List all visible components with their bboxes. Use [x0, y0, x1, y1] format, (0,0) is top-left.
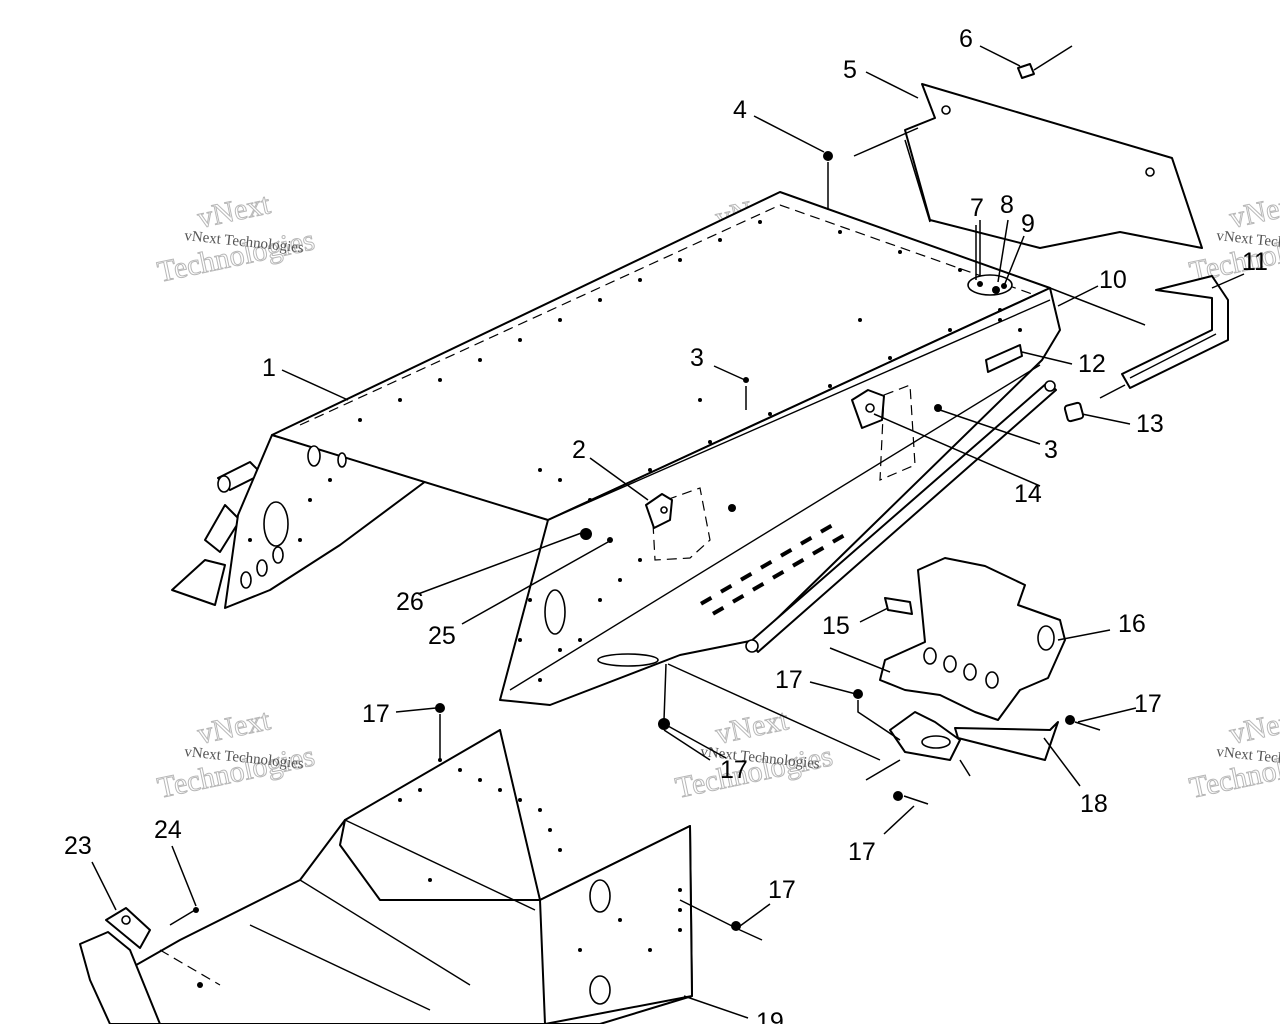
svg-text:vNext: vNext: [1227, 187, 1280, 235]
svg-text:vNext: vNext: [195, 187, 274, 235]
callout-17-a: 17: [775, 666, 803, 694]
pin-part-15: [884, 597, 913, 615]
callout-5: 5: [843, 56, 857, 84]
callout-3-top: 3: [690, 344, 704, 372]
callout-19: 19: [756, 1008, 784, 1024]
frame-rivets: [193, 758, 682, 988]
callout-10: 10: [1099, 266, 1127, 294]
callout-1: 1: [262, 354, 276, 382]
callout-26: 26: [396, 588, 424, 616]
watermark-bottom-center: vNext Technologies vNext Technologies: [672, 703, 836, 806]
watermark-bottom-right: vNext Technologies vNext Technologies: [1186, 703, 1280, 806]
vent-slots: [700, 524, 845, 616]
callout-6: 6: [959, 25, 973, 53]
plug-part-13: [1063, 401, 1085, 423]
watermark-bottom-left: vNext Technologies vNext Technologies: [154, 703, 318, 806]
callout-labels: 1 2 3 3 4 5 6 7 8 9 10 11 12 13 14 15 16…: [64, 25, 1268, 1024]
fasteners-7-8-9: [967, 274, 1013, 296]
callout-4: 4: [733, 96, 747, 124]
side-rivets: [248, 318, 1022, 682]
callout-24: 24: [154, 816, 182, 844]
lower-frame-part-19: [79, 729, 693, 1024]
callout-11: 11: [1242, 248, 1268, 276]
callout-14: 14: [1014, 480, 1042, 508]
watermark-top-left: vNext Technologies vNext Technologies: [154, 187, 318, 290]
callout-7: 7: [970, 194, 984, 222]
callout-17-e: 17: [848, 838, 876, 866]
callout-17-d: 17: [720, 756, 748, 784]
callout-17-b: 17: [1134, 690, 1162, 718]
callout-8: 8: [1000, 191, 1014, 219]
explode-lines: [159, 45, 1146, 986]
callout-17-f: 17: [768, 876, 796, 904]
tunnel-part-1: [171, 191, 1061, 706]
svg-text:vNext: vNext: [195, 703, 274, 751]
callout-leaders: [91, 45, 1245, 1019]
deck-rivets: [358, 220, 1002, 502]
callout-15: 15: [822, 612, 850, 640]
rail-part-11: [1121, 275, 1229, 389]
callout-12: 12: [1078, 350, 1106, 378]
svg-text:vNext: vNext: [1227, 703, 1280, 751]
panel-part-5: [904, 83, 1203, 249]
rod-part-18: [954, 721, 1059, 761]
callout-25: 25: [428, 622, 456, 650]
bracket-part-2: [645, 487, 711, 561]
bracket-assembly-16: [879, 557, 1066, 761]
slot-12: [985, 344, 1023, 373]
callout-3-right: 3: [1044, 436, 1058, 464]
svg-text:vNext: vNext: [713, 703, 792, 751]
bracket-part-14: [851, 384, 916, 481]
callout-9: 9: [1021, 210, 1035, 238]
callout-18: 18: [1080, 790, 1108, 818]
callout-13: 13: [1136, 410, 1164, 438]
bracket-part-23: [79, 931, 161, 1024]
callout-2: 2: [572, 436, 586, 464]
callout-16: 16: [1118, 610, 1146, 638]
callout-17-c: 17: [362, 700, 390, 728]
callout-23: 23: [64, 832, 92, 860]
